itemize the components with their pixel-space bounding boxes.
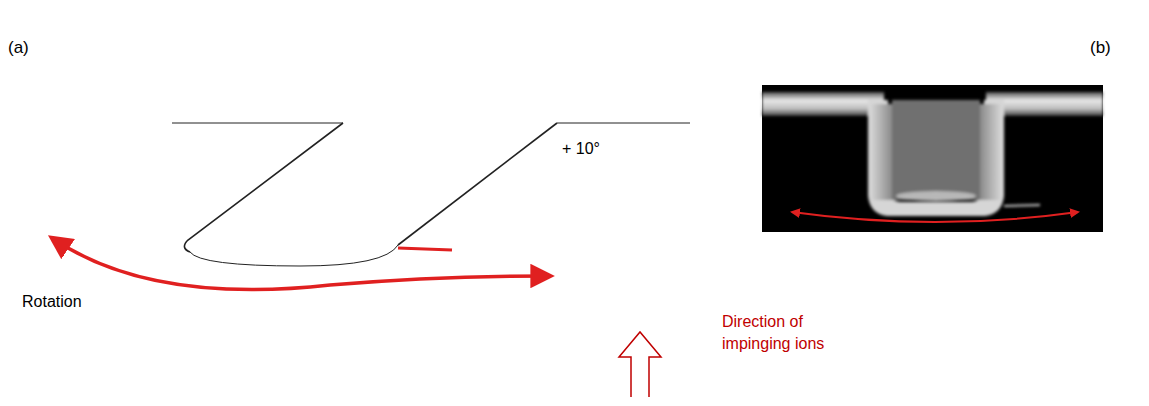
sem-image — [762, 85, 1103, 232]
panel-label: (a) — [8, 37, 29, 59]
rotation-arrow — [52, 238, 550, 290]
ion-direction-arrow — [619, 332, 661, 397]
tilted-trench — [172, 123, 690, 266]
rotation-arrow — [792, 212, 1078, 222]
angle-label: + 10° — [562, 139, 600, 160]
red-marker — [398, 248, 452, 250]
rotation-label: Rotation — [22, 292, 82, 313]
ion-direction-label: Direction of impinging ions — [722, 311, 847, 354]
panel-label: (b) — [1090, 37, 1111, 59]
